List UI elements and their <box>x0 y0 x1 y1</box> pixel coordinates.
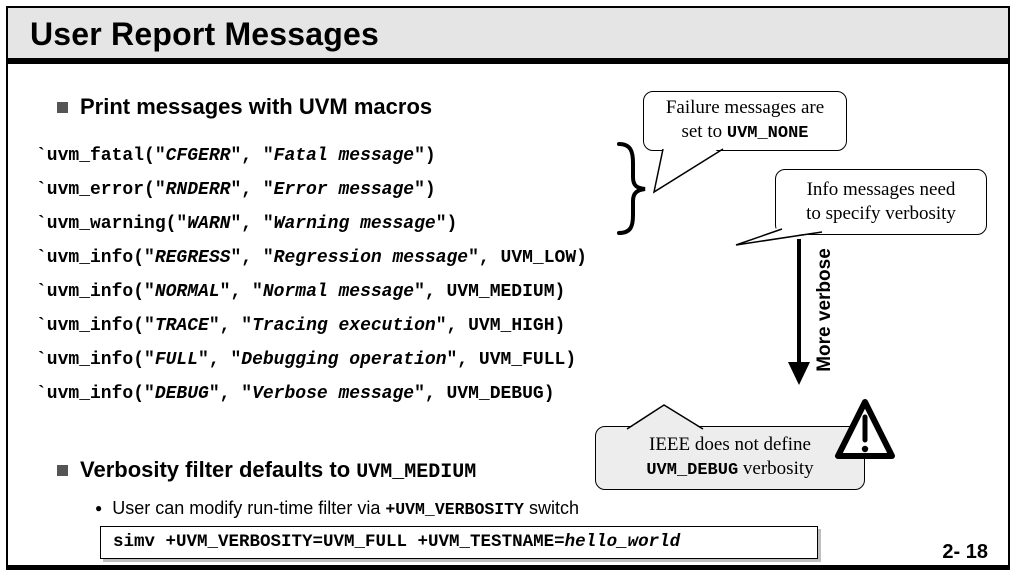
code-segment: Regression message <box>273 248 469 268</box>
callout-ieee-line2-code: UVM_DEBUG <box>646 461 739 480</box>
code-segment: ", " <box>219 282 263 302</box>
code-segment: NORMAL <box>154 282 220 302</box>
callout-ieee-line2: UVM_DEBUG verbosity <box>646 457 813 483</box>
code-segment: ", " <box>230 180 274 200</box>
code-segment: ", UVM_FULL) <box>446 350 577 370</box>
code-segment: ") <box>414 180 436 200</box>
code-line: `uvm_error("RNDERR", "Error message") <box>36 173 587 207</box>
code-segment: Warning message <box>273 214 436 234</box>
callout-failure-messages: Failure messages are set to UVM_NONE <box>643 91 847 151</box>
callout-ieee-debug: IEEE does not define UVM_DEBUG verbosity <box>595 426 865 490</box>
code-segment: ", UVM_HIGH) <box>435 316 566 336</box>
code-segment: REGRESS <box>154 248 231 268</box>
code-segment: `uvm_fatal(" <box>36 146 166 166</box>
code-segment: ", UVM_DEBUG) <box>414 384 555 404</box>
code-segment: ") <box>435 214 458 234</box>
code-segment: FULL <box>154 350 199 370</box>
code-segment: WARN <box>187 214 231 234</box>
runtime-filter-text-post: switch <box>523 498 579 518</box>
code-segment: ", " <box>198 350 242 370</box>
code-segment: ", " <box>230 146 274 166</box>
title-bar: User Report Messages <box>6 6 1010 64</box>
verbosity-filter-heading-code: UVM_MEDIUM <box>356 461 477 484</box>
code-segment: ", UVM_MEDIUM) <box>414 282 566 302</box>
code-segment: Verbose message <box>252 384 415 404</box>
code-line: `uvm_info("TRACE", "Tracing execution", … <box>36 309 587 343</box>
code-segment: ", " <box>230 214 274 234</box>
code-line: `uvm_info("DEBUG", "Verbose message", UV… <box>36 377 587 411</box>
code-segment: `uvm_error(" <box>36 180 166 200</box>
code-segment: DEBUG <box>154 384 209 404</box>
code-line: `uvm_warning("WARN", "Warning message") <box>36 207 587 241</box>
code-segment: `uvm_info(" <box>36 248 155 268</box>
callout-failure-line2: set to UVM_NONE <box>681 120 808 146</box>
code-segment: hello_world <box>564 532 681 552</box>
code-segment: TRACE <box>154 316 209 336</box>
code-segment: `uvm_warning(" <box>36 214 188 234</box>
verbosity-filter-heading-text: Verbosity filter defaults to <box>80 457 357 482</box>
print-macros-heading: Print messages with UVM macros <box>80 94 433 119</box>
code-line: `uvm_info("REGRESS", "Regression message… <box>36 241 587 275</box>
code-segment: ", " <box>208 316 253 336</box>
code-segment: Error message <box>273 180 415 200</box>
code-segment: `uvm_info(" <box>36 384 155 404</box>
code-segment: simv +UVM_VERBOSITY=UVM_FULL +UVM_TESTNA… <box>113 532 565 552</box>
square-bullet-icon <box>57 465 68 476</box>
callout-info-line1: Info messages need <box>806 179 956 200</box>
code-segment: Fatal message <box>273 146 415 166</box>
verbosity-filter-heading: Verbosity filter defaults to UVM_MEDIUM <box>80 457 476 484</box>
code-segment: ", " <box>230 248 274 268</box>
code-segment: Debugging operation <box>241 350 447 370</box>
callout-failure-line2-pre: set to <box>681 121 727 142</box>
code-line: `uvm_info("NORMAL", "Normal message", UV… <box>36 275 587 309</box>
callout-ieee-line2-post: verbosity <box>738 458 814 479</box>
more-verbose-label: More verbose <box>814 248 835 372</box>
runtime-filter-switch-code: +UVM_VERBOSITY <box>385 500 524 519</box>
code-segment: CFGERR <box>165 146 231 166</box>
page-number: 2- 18 <box>942 541 988 563</box>
runtime-filter-subbullet: ● User can modify run-time filter via +UV… <box>95 498 579 519</box>
code-segment: `uvm_info(" <box>36 282 155 302</box>
code-segment: `uvm_info(" <box>36 350 155 370</box>
code-segment: ", UVM_LOW) <box>468 248 587 268</box>
callout-ieee-line1: IEEE does not define <box>649 434 811 455</box>
round-bullet-icon: ● <box>95 501 103 515</box>
command-text: simv +UVM_VERBOSITY=UVM_FULL +UVM_TESTNA… <box>101 527 817 557</box>
runtime-filter-text-pre: User can modify run-time filter via <box>112 498 386 518</box>
callout-info-verbosity: Info messages need to specify verbosity <box>775 169 987 235</box>
code-segment: RNDERR <box>165 180 231 200</box>
square-bullet-icon <box>57 102 68 113</box>
code-segment: ") <box>414 146 436 166</box>
code-line: `uvm_info("FULL", "Debugging operation",… <box>36 343 587 377</box>
callout-info-line2: to specify verbosity <box>806 203 956 224</box>
code-segment: ", " <box>208 384 253 404</box>
callout-failure-line2-code: UVM_NONE <box>726 124 809 143</box>
code-segment: Normal message <box>262 282 415 302</box>
code-segment: `uvm_info(" <box>36 316 155 336</box>
page-title: User Report Messages <box>30 16 380 52</box>
callout-failure-line1: Failure messages are <box>665 97 825 118</box>
uvm-macro-code-block: `uvm_fatal("CFGERR", "Fatal message")`uv… <box>36 139 587 411</box>
command-box: simv +UVM_VERBOSITY=UVM_FULL +UVM_TESTNA… <box>100 526 818 559</box>
code-segment: Tracing execution <box>252 316 436 336</box>
code-line: `uvm_fatal("CFGERR", "Fatal message") <box>36 139 587 173</box>
